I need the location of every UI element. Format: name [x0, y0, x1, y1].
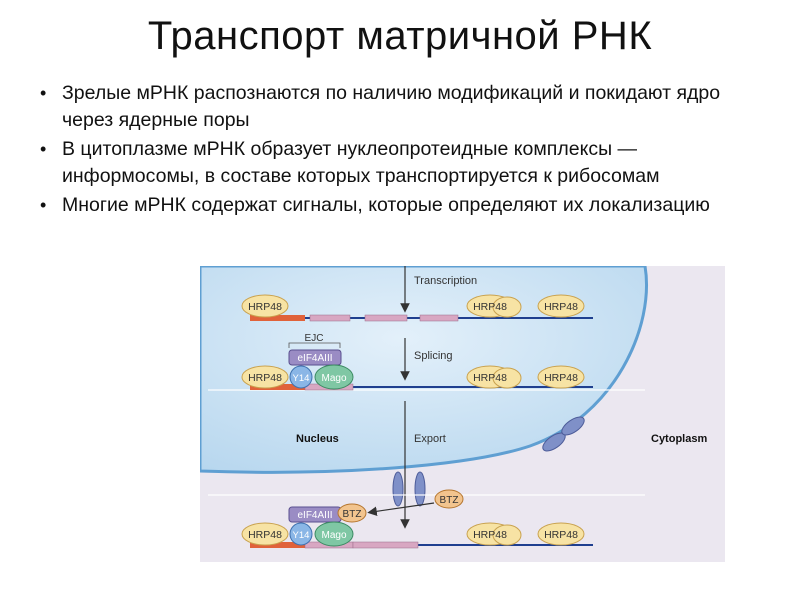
bullet-item: Зрелые мРНК распознаются по наличию моди…: [38, 80, 768, 134]
hrp48-protein: HRP48: [241, 294, 289, 318]
mago-protein: Mago: [314, 364, 354, 390]
mrna-transport-diagram: Transcription Splicing Export Nucleus Cy…: [200, 266, 725, 562]
svg-text:BTZ: BTZ: [343, 509, 362, 520]
step-label-export: Export: [414, 433, 446, 445]
svg-text:eIF4AIII: eIF4AIII: [297, 510, 332, 521]
svg-text:HRP48: HRP48: [544, 301, 578, 313]
btz-binding-arrow: [367, 502, 435, 517]
svg-text:HRP48: HRP48: [248, 529, 282, 541]
svg-text:HRP48: HRP48: [473, 301, 507, 313]
mrna-exon: [352, 541, 419, 549]
hrp48-protein: HRP48: [466, 522, 522, 546]
y14-protein: Y14: [289, 365, 313, 389]
hrp48-protein: HRP48: [241, 365, 289, 389]
svg-text:Y14: Y14: [293, 530, 310, 541]
svg-text:Y14: Y14: [293, 373, 310, 384]
svg-text:HRP48: HRP48: [248, 301, 282, 313]
svg-text:Mago: Mago: [321, 530, 346, 541]
mago-protein: Mago: [314, 521, 354, 547]
hrp48-protein: HRP48: [537, 294, 585, 318]
hrp48-protein: HRP48: [241, 522, 289, 546]
hrp48-protein: HRP48: [537, 522, 585, 546]
mrna-cap-segment: [250, 542, 305, 548]
svg-text:HRP48: HRP48: [473, 529, 507, 541]
svg-text:eIF4AIII: eIF4AIII: [297, 353, 332, 364]
svg-text:BTZ: BTZ: [440, 495, 459, 506]
svg-text:HRP48: HRP48: [248, 372, 282, 384]
bullet-item: Многие мРНК содержат сигналы, которые оп…: [38, 192, 768, 219]
mrna-exon: [309, 314, 351, 322]
eif4aiii-protein: eIF4AIII: [288, 506, 342, 523]
y14-protein: Y14: [289, 522, 313, 546]
step-label-transcription: Transcription: [414, 275, 477, 287]
mrna-cap-segment: [250, 315, 305, 321]
hrp48-protein: HRP48: [466, 294, 522, 318]
btz-protein: BTZ: [337, 503, 367, 523]
svg-text:HRP48: HRP48: [544, 529, 578, 541]
hrp48-protein: HRP48: [537, 365, 585, 389]
bullet-list: Зрелые мРНК распознаются по наличию моди…: [38, 80, 768, 221]
mrna-cap-segment: [250, 384, 305, 390]
nuclear-pore: [392, 471, 426, 507]
svg-text:HRP48: HRP48: [544, 372, 578, 384]
cytoplasm-label: Cytoplasm: [651, 433, 707, 445]
nuclear-pore: [542, 416, 585, 452]
diagram-svg: Transcription Splicing Export Nucleus Cy…: [200, 266, 725, 562]
svg-text:Mago: Mago: [321, 373, 346, 384]
bullet-item: В цитоплазме мРНК образует нуклеопротеид…: [38, 136, 768, 190]
nucleus-label: Nucleus: [296, 433, 339, 445]
btz-protein: BTZ: [434, 489, 464, 509]
step-label-splicing: Splicing: [414, 350, 453, 362]
mrna-exon: [419, 314, 459, 322]
svg-text:HRP48: HRP48: [473, 372, 507, 384]
mrna-exon: [364, 314, 408, 322]
eif4aiii-protein: eIF4AIII: [288, 349, 342, 366]
hrp48-protein: HRP48: [466, 365, 522, 389]
slide-title: Транспорт матричной РНК: [147, 14, 653, 58]
ejc-label: EJC: [305, 333, 324, 344]
